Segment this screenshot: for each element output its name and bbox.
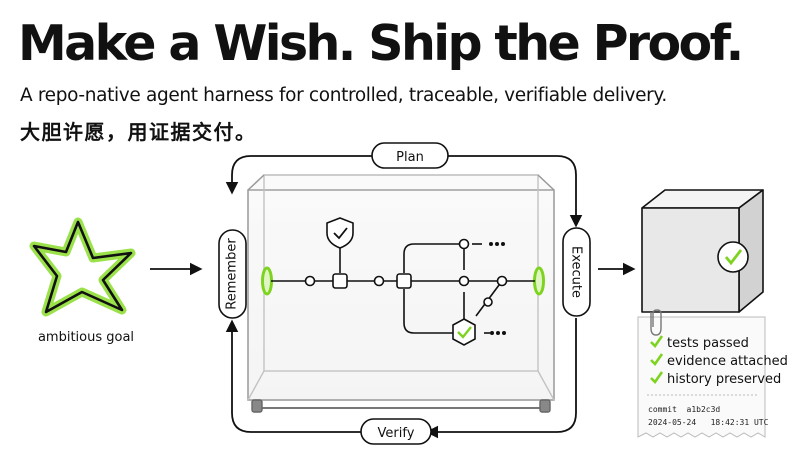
goal-star-icon <box>29 217 136 317</box>
page-subtitle-chinese: 大胆许愿，用证据交付。 <box>20 120 257 144</box>
circuit-nodes <box>304 238 508 307</box>
harness-glass-box <box>247 174 555 413</box>
check-icon <box>650 371 664 385</box>
check-icon <box>650 353 664 367</box>
stage-execute-label: Execute <box>569 246 584 298</box>
stage-plan-label: Plan <box>396 150 424 165</box>
stage-remember-label: Remember <box>225 238 240 310</box>
check-icon <box>650 335 664 349</box>
cube-check-icon <box>717 241 749 273</box>
hexagon-check-icon <box>452 318 476 346</box>
receipt-check-2: evidence attached <box>667 354 788 369</box>
stage-plan: Plan <box>371 142 449 169</box>
paperclip-icon <box>650 309 662 336</box>
receipt-commit: commit a1b2c3d <box>648 405 720 414</box>
loop-path <box>225 155 583 439</box>
port-left <box>261 266 273 296</box>
port-right <box>533 266 545 296</box>
page-subtitle: A repo-native agent harness for controll… <box>20 85 667 106</box>
proof-receipt: tests passed evidence attached history p… <box>637 309 788 438</box>
circuit-ellipsis-dots <box>489 242 506 335</box>
receipt-check-3: history preserved <box>667 372 781 387</box>
receipt-check-1: tests passed <box>667 336 749 351</box>
page-title: Make a Wish. Ship the Proof. <box>18 15 744 72</box>
stage-verify-label: Verify <box>378 426 415 441</box>
stage-verify: Verify <box>360 418 432 445</box>
goal-label: ambitious goal <box>38 330 134 345</box>
shield-check-icon <box>326 217 354 249</box>
receipt-timestamp: 2024-05-24 18:42:31 UTC <box>648 418 769 427</box>
stage-execute: Execute <box>562 227 591 317</box>
stage-remember: Remember <box>218 229 247 319</box>
